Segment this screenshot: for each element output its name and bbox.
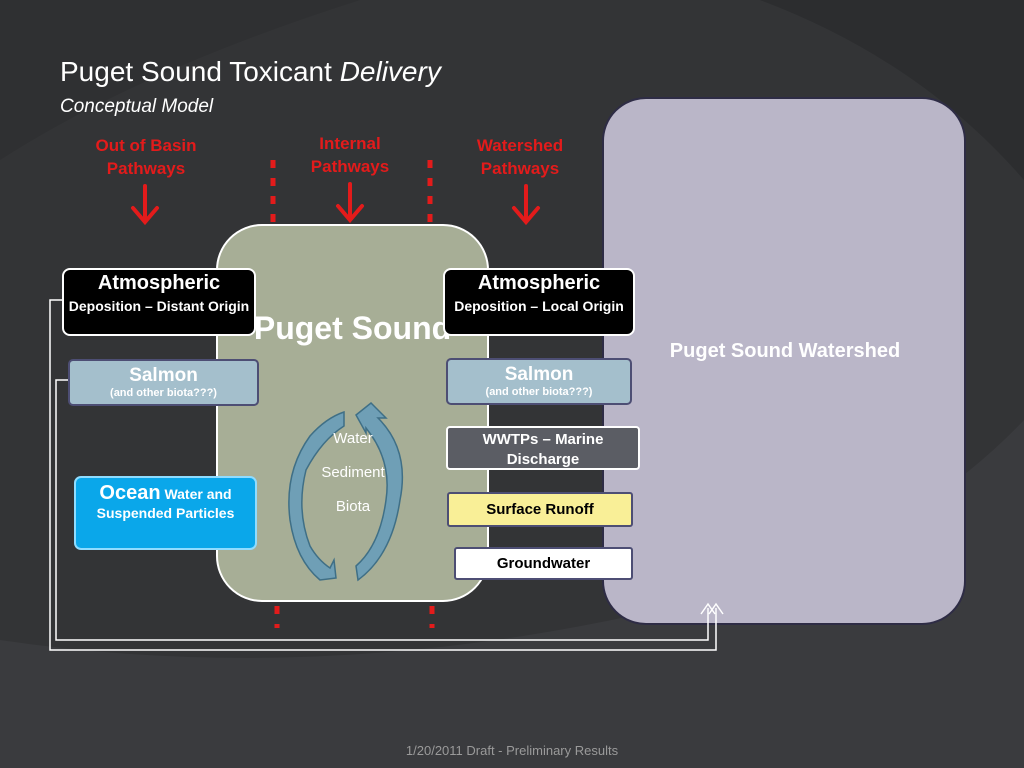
ocean-title: Ocean [99,482,161,504]
puget-sound-label: Puget Sound [253,310,452,346]
wwtp-marine-discharge-box: WWTPs – Marine Discharge [446,426,640,470]
internal-pathways-label: Internal Pathways [310,134,390,176]
watershed-label: Puget Sound Watershed [669,340,901,362]
atmospheric-local-box: Atmospheric Deposition – Local Origin [443,268,635,336]
ocean-subtitle: Water and Suspended Particles [96,486,235,521]
salmon-right-subtitle: (and other biota???) [485,386,593,398]
salmon-left-box: Salmon (and other biota???) [68,359,259,406]
return-arrowheads [700,602,724,615]
slide-footer: 1/20/2011 Draft - Preliminary Results [405,743,619,758]
cycle-biota-label: Biota [335,498,371,515]
salmon-right-title: Salmon [504,364,574,385]
puget-sound-region [216,224,489,602]
atmospheric-local-title: Atmospheric [477,272,601,294]
return-connector-lines [49,299,717,651]
out-of-basin-arrow-icon [131,184,159,226]
watershed-arrow-icon [512,184,540,226]
watershed-region [602,97,966,625]
atmospheric-distant-subtitle: Deposition – Distant Origin [68,298,250,314]
cycle-arrows-icon [288,401,404,582]
watershed-pathways-label: Watershed Pathways [476,136,564,178]
pathway-arrows [131,182,540,226]
salmon-right-box: Salmon (and other biota???) [446,358,632,405]
groundwater-box: Groundwater [454,547,633,580]
surface-runoff-box: Surface Runoff [447,492,633,527]
internal-arrow-icon [336,182,364,224]
ocean-water-box: Ocean Water and Suspended Particles [74,476,257,550]
atmospheric-local-subtitle: Deposition – Local Origin [454,298,624,314]
atmospheric-distant-box: Atmospheric Deposition – Distant Origin [62,268,256,336]
cycle-sediment-label: Sediment [321,464,385,481]
atmospheric-distant-title: Atmospheric [97,272,221,294]
title-main: Puget Sound Toxicant [60,56,332,87]
out-of-basin-pathways-label: Out of Basin Pathways [95,136,197,178]
salmon-left-subtitle: (and other biota???) [110,387,217,399]
cycle-water-label: Water [333,430,373,447]
slide-subtitle: Conceptual Model [60,96,214,117]
slide-title: Puget Sound Toxicant Delivery [60,56,441,88]
pathway-dividers [270,160,435,628]
salmon-left-title: Salmon [129,365,198,386]
title-italic: Delivery [339,56,441,87]
